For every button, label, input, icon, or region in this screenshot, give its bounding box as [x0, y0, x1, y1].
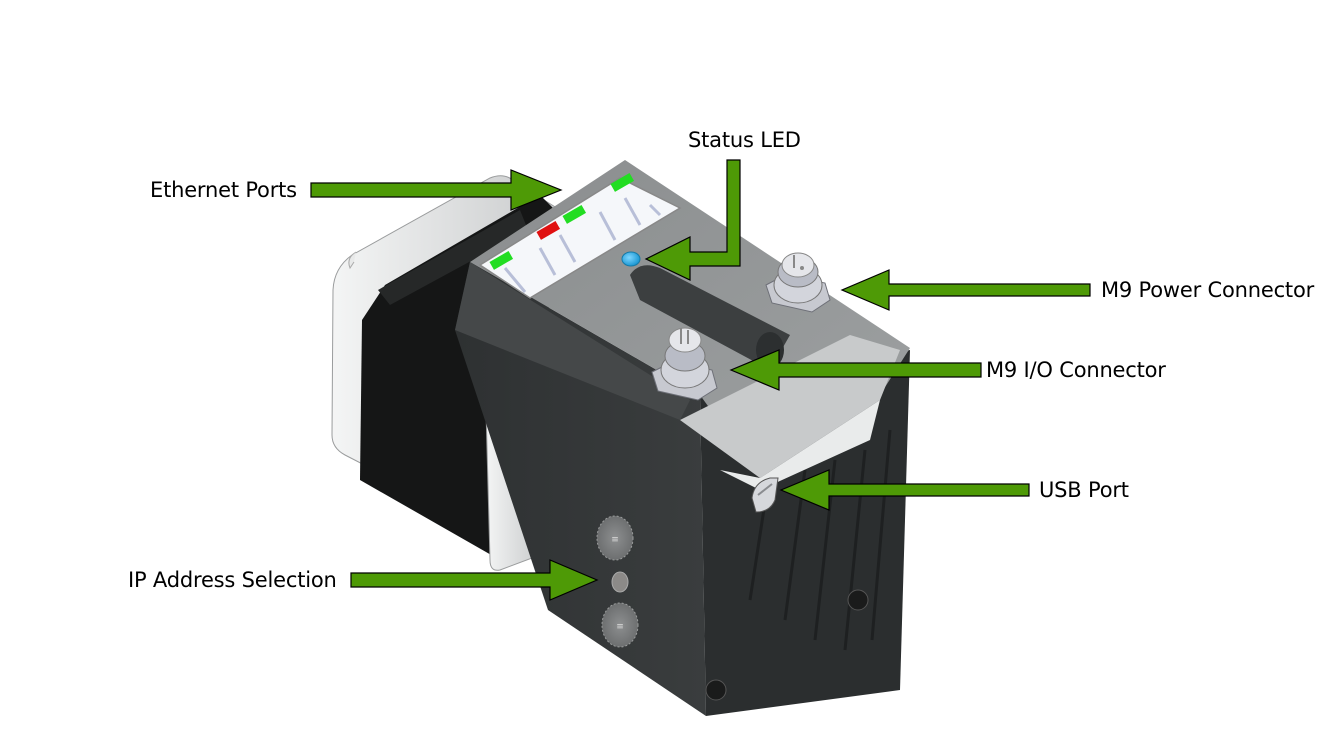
m9-power-connector-label: M9 Power Connector — [1101, 278, 1315, 302]
ip-address-selection-arrow — [350, 559, 599, 601]
ethernet-led-4 — [610, 173, 635, 192]
usb-port-arrow — [779, 469, 1030, 511]
ethernet-led-1 — [489, 251, 514, 270]
ip-address-selection-label: IP Address Selection — [128, 568, 337, 592]
m9-io-connector-arrow — [729, 349, 982, 391]
svg-text:≡: ≡ — [616, 622, 624, 632]
rotary-switch-middle — [611, 571, 629, 593]
usb-port — [751, 477, 779, 513]
ethernet-ports — [478, 173, 682, 299]
ethernet-led-3 — [562, 205, 587, 224]
svg-text:≡: ≡ — [611, 535, 619, 545]
status-led-arrow — [644, 159, 741, 281]
usb-port-label: USB Port — [1039, 478, 1129, 502]
m9-io-connector-label: M9 I/O Connector — [986, 358, 1166, 382]
rotary-switch-upper — [596, 515, 634, 561]
rotary-switch-lower — [601, 602, 639, 648]
status-led-label: Status LED — [688, 128, 801, 152]
ethernet-ports-label: Ethernet Ports — [150, 178, 297, 202]
m9-power-connector-arrow — [840, 269, 1091, 311]
ethernet-ports-arrow — [310, 169, 563, 211]
status-led — [621, 251, 641, 267]
ip-address-switches: ≡ ≡ — [596, 515, 639, 648]
ethernet-led-2 — [536, 221, 561, 240]
m9-io-connector — [651, 327, 718, 401]
m9-power-connector — [765, 252, 831, 313]
